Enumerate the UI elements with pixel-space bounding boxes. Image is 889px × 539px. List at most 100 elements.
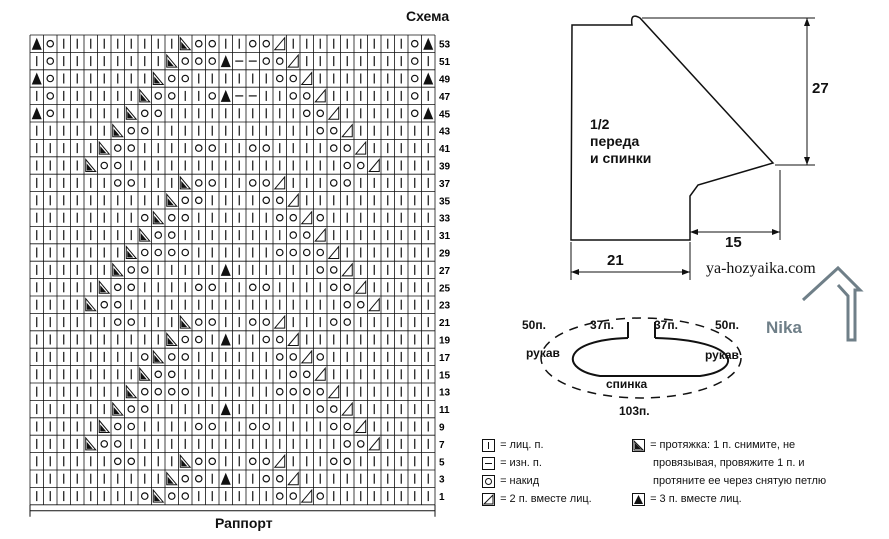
chart-cell bbox=[127, 126, 136, 135]
chart-cell bbox=[287, 192, 299, 207]
chart-cell bbox=[179, 36, 192, 51]
legend-k3tog: = 3 п. вместе лиц. bbox=[632, 492, 742, 506]
chart-cell bbox=[167, 248, 176, 257]
chart-cell bbox=[316, 109, 325, 118]
yoke-back: спинка bbox=[606, 377, 648, 391]
chart-cell bbox=[262, 57, 271, 65]
chart-cell bbox=[167, 387, 176, 396]
chart-cell bbox=[341, 123, 353, 138]
chart-cell bbox=[113, 144, 122, 152]
chart-cell bbox=[181, 492, 190, 500]
yoke-right-37: 37п. bbox=[654, 318, 678, 332]
chart-cell bbox=[181, 353, 190, 361]
chart-cell bbox=[289, 92, 298, 100]
chart-cell bbox=[113, 457, 122, 466]
chart-cell bbox=[329, 179, 338, 187]
chart-cell bbox=[127, 144, 136, 152]
chart-cell bbox=[194, 39, 203, 48]
chart-cell bbox=[194, 196, 203, 205]
chart-cell bbox=[220, 55, 231, 68]
chart-cell bbox=[262, 144, 271, 152]
chart-cell bbox=[262, 457, 271, 466]
rapport-label: Раппорт bbox=[215, 515, 273, 531]
chart-cell bbox=[300, 210, 313, 225]
chart-cell bbox=[262, 422, 271, 431]
row-number: 25 bbox=[439, 283, 451, 294]
chart-cell bbox=[275, 213, 284, 222]
chart-cell bbox=[125, 384, 138, 399]
chart-cell bbox=[275, 74, 284, 83]
chart-cell bbox=[208, 179, 217, 187]
chart-cell bbox=[166, 332, 178, 346]
chart-cell bbox=[273, 36, 286, 51]
row-number: 37 bbox=[439, 179, 451, 190]
row-number: 9 bbox=[439, 423, 445, 434]
chart-cell bbox=[31, 37, 42, 50]
chart-cell bbox=[343, 440, 352, 448]
chart-cell bbox=[273, 453, 286, 468]
chart-cell bbox=[113, 440, 122, 448]
row-number: 53 bbox=[439, 40, 451, 51]
chart-title: Схема bbox=[406, 8, 450, 24]
chart-cell bbox=[356, 300, 365, 309]
chart-cell bbox=[275, 492, 284, 500]
chart-cell bbox=[179, 453, 192, 468]
row-number: 31 bbox=[439, 231, 451, 242]
yoke-inner bbox=[571, 337, 730, 377]
row-number: 49 bbox=[439, 75, 451, 86]
chart-cell bbox=[316, 492, 325, 500]
chart-cell bbox=[140, 353, 149, 361]
chart-cell bbox=[85, 297, 97, 312]
chart-cell bbox=[125, 105, 138, 120]
chart-cell bbox=[194, 474, 203, 483]
dim-15-label: 15 bbox=[725, 234, 742, 251]
chart-cell bbox=[302, 92, 311, 100]
chart-cell bbox=[262, 179, 271, 187]
chart-cell bbox=[248, 318, 257, 326]
chart-cell bbox=[289, 213, 298, 222]
chart-cell bbox=[368, 158, 380, 172]
chart-cell bbox=[166, 53, 178, 68]
chart-cell bbox=[327, 105, 340, 120]
chart-cell bbox=[140, 109, 149, 118]
chart-cell bbox=[181, 57, 190, 65]
chart-cell bbox=[181, 335, 190, 344]
chart-cell bbox=[127, 422, 136, 431]
chart-cell bbox=[300, 349, 313, 364]
chart-cell bbox=[289, 387, 298, 396]
chart-cell bbox=[152, 349, 165, 364]
chart-cell bbox=[181, 213, 190, 222]
skp-icon bbox=[632, 438, 645, 452]
chart-cell bbox=[167, 492, 176, 500]
row-number: 45 bbox=[439, 109, 451, 120]
chart-cell bbox=[302, 109, 311, 118]
chart-cell bbox=[125, 245, 138, 259]
piece-label: 1/2 переда и спинки bbox=[590, 116, 651, 167]
chart-cell bbox=[46, 57, 55, 65]
chart-cell bbox=[343, 161, 352, 170]
chart-cell bbox=[220, 472, 231, 485]
chart-cell bbox=[410, 109, 419, 118]
chart-cell bbox=[181, 387, 190, 396]
row-number: 51 bbox=[439, 57, 451, 68]
chart-cell bbox=[208, 144, 217, 152]
chart-cell bbox=[113, 318, 122, 326]
row-number: 23 bbox=[439, 301, 451, 312]
chart-cell bbox=[275, 387, 284, 396]
chart-cell bbox=[273, 314, 286, 329]
chart-cell bbox=[140, 126, 149, 135]
chart-cell bbox=[140, 248, 149, 257]
chart-cell bbox=[316, 266, 325, 274]
chart-cell bbox=[113, 283, 122, 292]
legend-knit: = лиц. п. bbox=[482, 438, 544, 452]
chart-cell bbox=[181, 248, 190, 257]
chart-cell bbox=[262, 318, 271, 326]
chart-cell bbox=[262, 196, 271, 205]
chart-cell bbox=[316, 213, 325, 222]
chart-cell bbox=[46, 74, 55, 83]
chart-cell bbox=[314, 88, 326, 103]
chart-cell bbox=[275, 474, 284, 483]
chart-cell bbox=[167, 74, 176, 83]
row-number: 19 bbox=[439, 336, 451, 347]
